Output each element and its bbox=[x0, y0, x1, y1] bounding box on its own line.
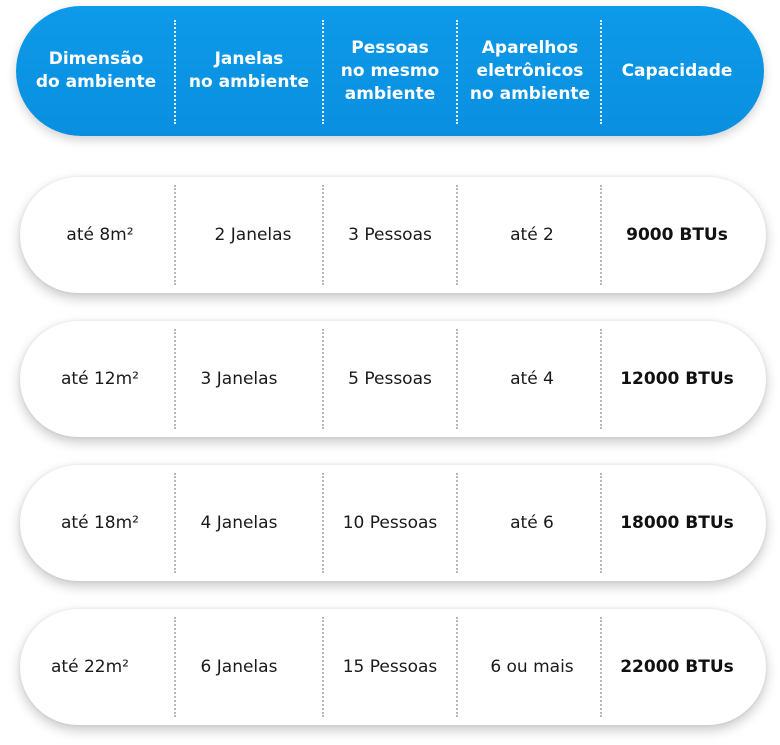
row-divider bbox=[174, 617, 176, 717]
cell-janelas: 4 Janelas bbox=[200, 513, 278, 533]
cell-aparelhos: até 4 bbox=[510, 369, 554, 389]
row-divider bbox=[600, 329, 602, 429]
row-divider bbox=[174, 185, 176, 285]
table-row: até 22m² 6 Janelas 15 Pessoas 6 ou mais … bbox=[20, 609, 766, 725]
cell-janelas: 3 Janelas bbox=[200, 369, 278, 389]
row-divider bbox=[456, 473, 458, 573]
cell-aparelhos: até 6 bbox=[510, 513, 554, 533]
cell-pessoas: 3 Pessoas bbox=[348, 225, 432, 245]
row-divider bbox=[322, 185, 324, 285]
header-divider bbox=[322, 20, 324, 124]
cell-pessoas: 15 Pessoas bbox=[342, 657, 438, 677]
row-divider bbox=[322, 329, 324, 429]
cell-aparelhos: até 2 bbox=[510, 225, 554, 245]
row-divider bbox=[322, 617, 324, 717]
cell-capacidade: 18000 BTUs bbox=[620, 513, 734, 533]
row-divider bbox=[456, 617, 458, 717]
table-header: Dimensão do ambiente Janelas no ambiente… bbox=[16, 6, 764, 136]
header-janelas: Janelas no ambiente bbox=[188, 49, 310, 92]
row-divider bbox=[600, 473, 602, 573]
table-row: até 12m² 3 Janelas 5 Pessoas até 4 12000… bbox=[20, 321, 766, 437]
row-divider bbox=[174, 473, 176, 573]
row-divider bbox=[600, 185, 602, 285]
header-divider bbox=[174, 20, 176, 124]
header-pessoas: Pessoas no mesmo ambiente bbox=[340, 37, 440, 104]
cell-capacidade: 12000 BTUs bbox=[620, 369, 734, 389]
cell-capacidade: 22000 BTUs bbox=[620, 657, 734, 677]
cell-janelas: 2 Janelas bbox=[214, 225, 292, 245]
cell-dimensao: até 8m² bbox=[66, 225, 134, 245]
table-row: até 18m² 4 Janelas 10 Pessoas até 6 1800… bbox=[20, 465, 766, 581]
cell-capacidade: 9000 BTUs bbox=[626, 225, 728, 245]
cell-dimensao: até 18m² bbox=[61, 513, 139, 533]
row-divider bbox=[600, 617, 602, 717]
row-divider bbox=[456, 185, 458, 285]
header-divider bbox=[456, 20, 458, 124]
cell-pessoas: 5 Pessoas bbox=[348, 369, 432, 389]
cell-pessoas: 10 Pessoas bbox=[342, 513, 438, 533]
header-capacidade: Capacidade bbox=[621, 60, 733, 81]
row-divider bbox=[322, 473, 324, 573]
cell-dimensao: até 12m² bbox=[61, 369, 139, 389]
cell-janelas: 6 Janelas bbox=[200, 657, 278, 677]
row-divider bbox=[174, 329, 176, 429]
cell-dimensao: até 22m² bbox=[51, 657, 129, 677]
header-divider bbox=[600, 20, 602, 124]
table-row: até 8m² 2 Janelas 3 Pessoas até 2 9000 B… bbox=[20, 177, 766, 293]
header-aparelhos: Aparelhos eletrônicos no ambiente bbox=[469, 37, 591, 104]
header-dimensao: Dimensão do ambiente bbox=[35, 49, 157, 92]
cell-aparelhos: 6 ou mais bbox=[490, 657, 574, 677]
row-divider bbox=[456, 329, 458, 429]
